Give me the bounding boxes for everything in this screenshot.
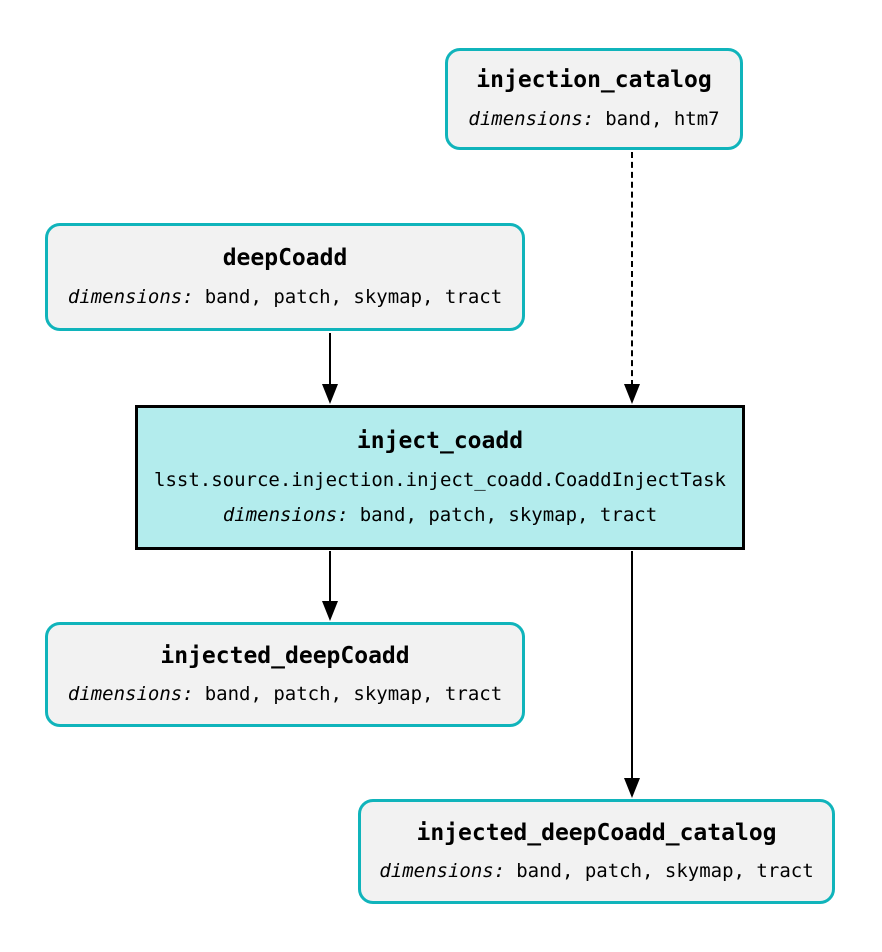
arrowhead-icon xyxy=(322,601,338,621)
node-inject-coadd: inject_coadd lsst.source.injection.injec… xyxy=(135,405,745,550)
arrowhead-icon xyxy=(624,384,640,404)
node-injected-deepCoadd: injected_deepCoadd dimensions: band, patc… xyxy=(45,622,525,727)
arrowhead-icon xyxy=(624,778,640,798)
node-injected-deepCoadd-catalog: injected_deepCoadd_catalog dimensions: ba… xyxy=(358,799,835,904)
dimensions-values: band, patch, skymap, tract xyxy=(359,504,658,527)
dimensions-label: dimensions: xyxy=(379,860,506,883)
node-title: injected_deepCoadd_catalog xyxy=(416,819,777,846)
dimensions-values: band, patch, skymap, tract xyxy=(516,860,814,883)
solid-edge-line xyxy=(329,551,331,603)
node-dimensions: dimensions: band, patch, skymap, tract xyxy=(68,683,502,706)
solid-edge-line xyxy=(329,333,331,386)
node-title: inject_coadd xyxy=(356,427,524,454)
dimensions-label: dimensions: xyxy=(468,107,595,130)
task-class-path: lsst.source.injection.inject_coadd.Coadd… xyxy=(154,468,726,491)
dimensions-values: band, htm7 xyxy=(605,107,720,130)
dimensions-values: band, patch, skymap, tract xyxy=(204,285,503,308)
node-title: injected_deepCoadd xyxy=(160,642,410,669)
dimensions-label: dimensions: xyxy=(67,285,194,308)
arrowhead-icon xyxy=(322,384,338,404)
node-title: deepCoadd xyxy=(222,245,348,272)
node-dimensions: dimensions: band, patch, skymap, tract xyxy=(223,504,657,527)
node-injection-catalog: injection_catalog dimensions: band, htm7 xyxy=(445,48,743,150)
solid-edge-line xyxy=(631,551,633,780)
node-dimensions: dimensions: band, patch, skymap, tract xyxy=(379,860,813,883)
node-deepCoadd: deepCoadd dimensions: band, patch, skymap… xyxy=(45,223,525,331)
node-dimensions: dimensions: band, patch, skymap, tract xyxy=(68,286,502,309)
dashed-edge-line xyxy=(631,152,633,386)
node-dimensions: dimensions: band, htm7 xyxy=(468,108,719,131)
node-title: injection_catalog xyxy=(476,67,712,94)
dimensions-values: band, patch, skymap, tract xyxy=(204,683,503,706)
dimensions-label: dimensions: xyxy=(222,504,349,527)
dimensions-label: dimensions: xyxy=(67,683,194,706)
